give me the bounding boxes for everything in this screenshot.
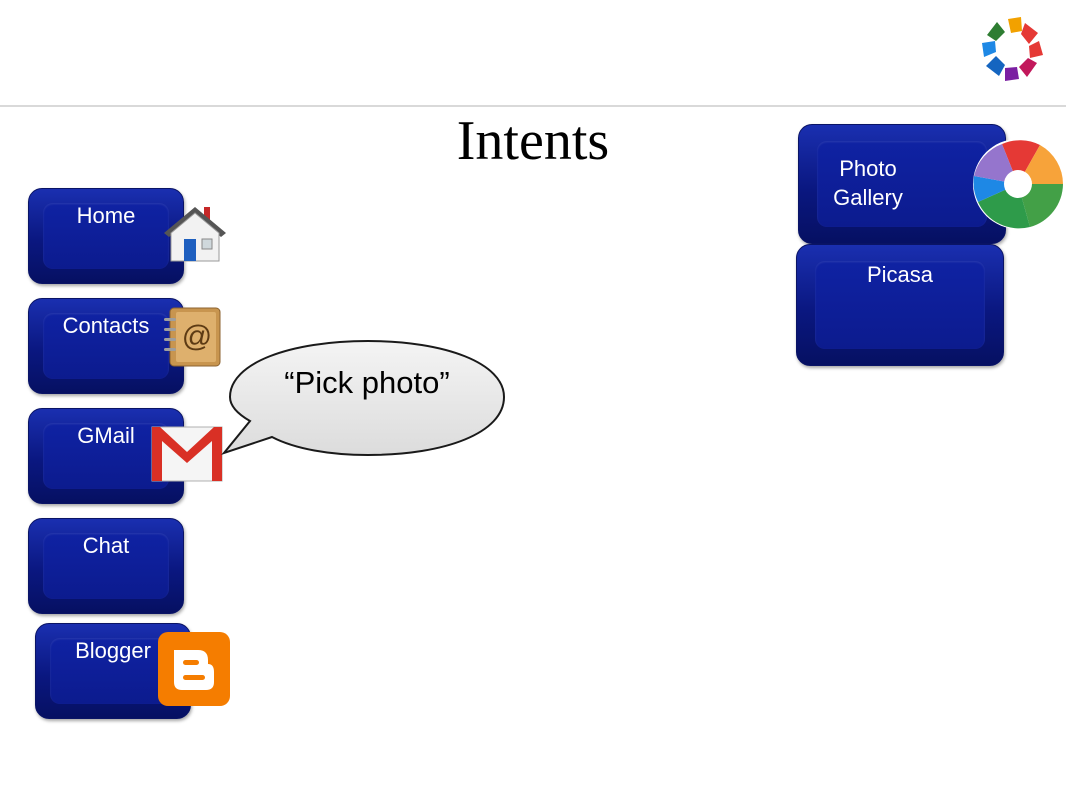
- slide-title: Intents: [456, 110, 610, 172]
- target-label-gallery: Gallery: [833, 185, 903, 210]
- gmail-icon: [151, 426, 223, 482]
- app-label-gmail: GMail: [77, 423, 135, 448]
- picasa-icon: [973, 139, 1063, 229]
- app-tile-gmail[interactable]: GMail: [28, 408, 184, 504]
- tile-inner: [817, 141, 987, 227]
- pinwheel-logo-icon: [982, 17, 1043, 81]
- speech-bubble: [221, 339, 506, 457]
- blogger-icon: [158, 632, 230, 706]
- app-label-contacts: Contacts: [62, 313, 150, 338]
- tile-inner: [50, 638, 176, 704]
- callout-text: “Pick photo”: [284, 365, 450, 400]
- home-icon: [164, 207, 226, 262]
- tile-inner: [43, 203, 169, 269]
- target-tile-photo-gallery[interactable]: Photo Gallery: [798, 124, 1006, 244]
- app-label-blogger: Blogger: [75, 638, 151, 663]
- app-label-home: Home: [76, 203, 136, 228]
- app-label-chat: Chat: [82, 533, 130, 558]
- tile-inner: [815, 261, 985, 349]
- tile-inner: [43, 423, 169, 489]
- target-tile-picasa[interactable]: Picasa: [796, 244, 1004, 366]
- app-tile-chat[interactable]: Chat: [28, 518, 184, 614]
- app-tile-home[interactable]: Home: [28, 188, 184, 284]
- address-book-icon: @: [164, 307, 221, 367]
- svg-text:@: @: [182, 320, 212, 353]
- app-tile-contacts[interactable]: Contacts: [28, 298, 184, 394]
- target-label-picasa: Picasa: [866, 262, 934, 287]
- tile-inner: [43, 533, 169, 599]
- target-label-photo: Photo: [839, 156, 897, 181]
- tile-inner: [43, 313, 169, 379]
- header-divider: [0, 105, 1066, 107]
